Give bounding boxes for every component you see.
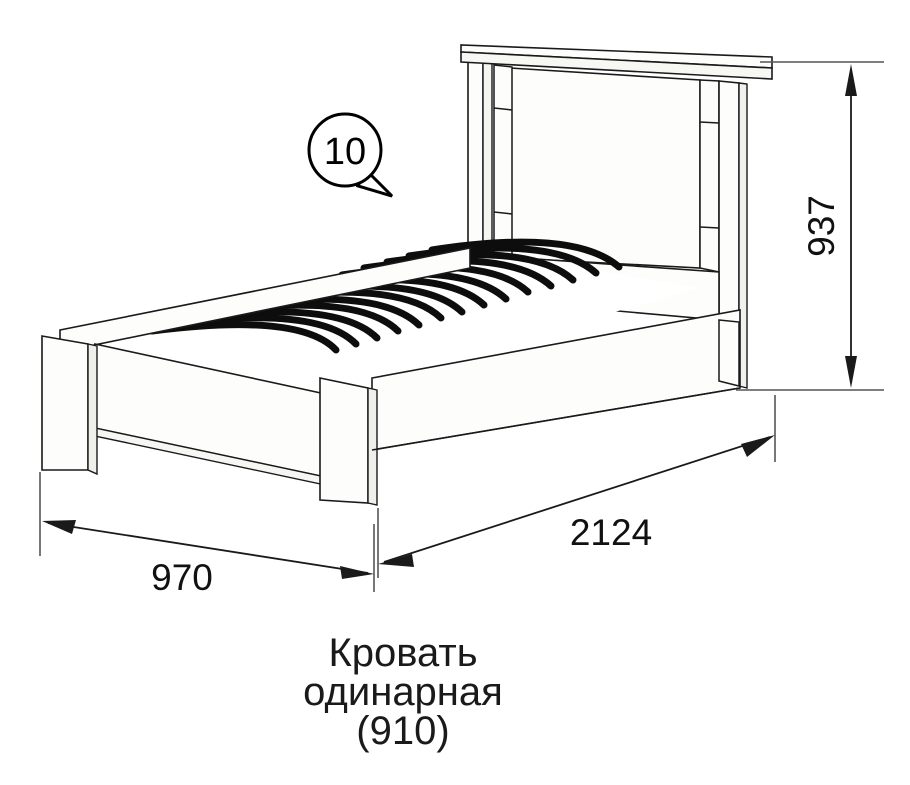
dim-line-width bbox=[47, 522, 369, 574]
dimension-length-2124: 2124 bbox=[377, 395, 776, 578]
headboard-right-post-edge bbox=[738, 82, 748, 389]
headboard-right-stile-joint-top bbox=[699, 121, 720, 124]
dim-line-length bbox=[383, 436, 771, 563]
dimension-width-970: 970 bbox=[39, 472, 375, 598]
headboard-left-post bbox=[467, 61, 484, 265]
dim-arrow-width-left bbox=[42, 520, 76, 534]
dim-arrow-height-bottom bbox=[845, 356, 857, 388]
foot-leg-near bbox=[319, 377, 369, 504]
dim-arrow-width-right bbox=[340, 566, 374, 579]
dim-arrow-height-top bbox=[845, 64, 857, 96]
bed-illustration bbox=[41, 44, 773, 506]
footboard-group bbox=[41, 335, 378, 506]
dim-label-length: 2124 bbox=[570, 512, 652, 553]
dim-arrow-length-left bbox=[378, 554, 414, 567]
slat bbox=[428, 238, 623, 271]
slat-platform bbox=[130, 250, 700, 380]
headboard-left-post-side bbox=[482, 61, 493, 266]
product-code: (910) bbox=[356, 709, 449, 753]
callout-circle bbox=[307, 112, 383, 188]
foot-leg-far-edge bbox=[87, 343, 98, 476]
foot-leg-near-edge bbox=[367, 387, 378, 506]
dim-label-width: 970 bbox=[151, 557, 213, 598]
rail-bottom-guide bbox=[371, 387, 741, 451]
dim-label-height: 937 bbox=[801, 195, 842, 257]
product-title-block: Кровать одинарная (910) bbox=[303, 631, 503, 753]
foot-leg-far bbox=[41, 335, 89, 471]
dim-arrow-length-right bbox=[741, 435, 775, 457]
product-name-line1: Кровать bbox=[328, 631, 477, 675]
headboard-left-stile bbox=[493, 64, 513, 259]
headboard-left-stile-joint-top bbox=[493, 107, 513, 111]
product-name-line2: одинарная bbox=[303, 670, 503, 714]
headboard-left-stile-joint-bottom bbox=[493, 211, 513, 215]
headboard-panel bbox=[509, 67, 701, 269]
headboard-right-stile-joint-bottom bbox=[699, 226, 720, 229]
callout-bubble[interactable]: 10 bbox=[307, 112, 394, 198]
slat bbox=[148, 321, 340, 354]
callout-label: 10 bbox=[324, 131, 366, 173]
dimension-height-937: 937 bbox=[736, 61, 884, 391]
headboard-top-cap-front bbox=[460, 51, 773, 80]
headboard-right-stile bbox=[699, 79, 720, 273]
head-leg-near bbox=[718, 319, 740, 387]
